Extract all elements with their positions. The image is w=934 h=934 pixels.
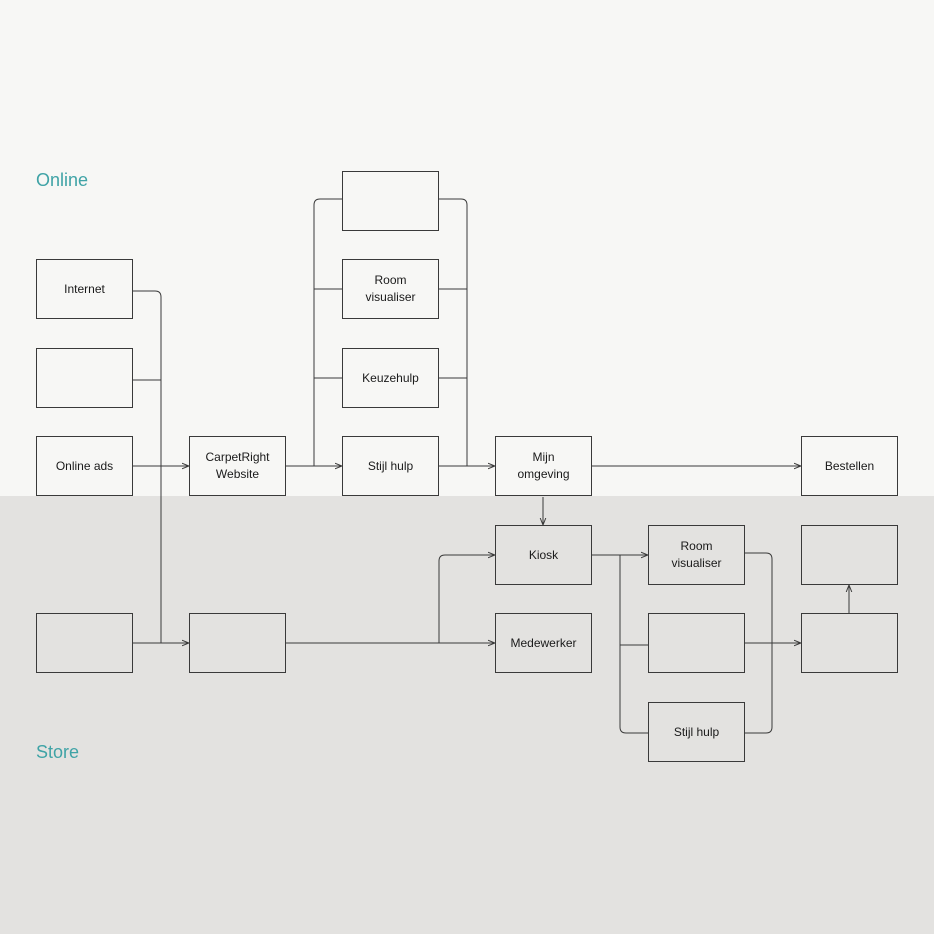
node-store-mid-blank — [648, 613, 745, 673]
node-store-source-blank — [36, 613, 133, 673]
node-stijl-hulp-store: Stijl hulp — [648, 702, 745, 762]
node-room-visualiser-online: Room visualiser — [342, 259, 439, 319]
node-online-blank — [36, 348, 133, 408]
node-store-out-bottom-blank — [801, 613, 898, 673]
node-room-visualiser-store: Room visualiser — [648, 525, 745, 585]
node-stijl-hulp-online: Stijl hulp — [342, 436, 439, 496]
node-kiosk: Kiosk — [495, 525, 592, 585]
node-store-hub-blank — [189, 613, 286, 673]
store-zone-background — [0, 496, 934, 934]
node-internet: Internet — [36, 259, 133, 319]
node-bestellen: Bestellen — [801, 436, 898, 496]
node-store-out-top-blank — [801, 525, 898, 585]
node-keuzehulp: Keuzehulp — [342, 348, 439, 408]
store-zone-label: Store — [36, 742, 80, 762]
node-mijn-omgeving: Mijn omgeving — [495, 436, 592, 496]
node-medewerker: Medewerker — [495, 613, 592, 673]
online-zone-label: Online — [36, 170, 89, 190]
node-carpetright-website: CarpetRight Website — [189, 436, 286, 496]
node-online-ads: Online ads — [36, 436, 133, 496]
node-online-top-blank — [342, 171, 439, 231]
online-zone-background — [0, 0, 934, 496]
